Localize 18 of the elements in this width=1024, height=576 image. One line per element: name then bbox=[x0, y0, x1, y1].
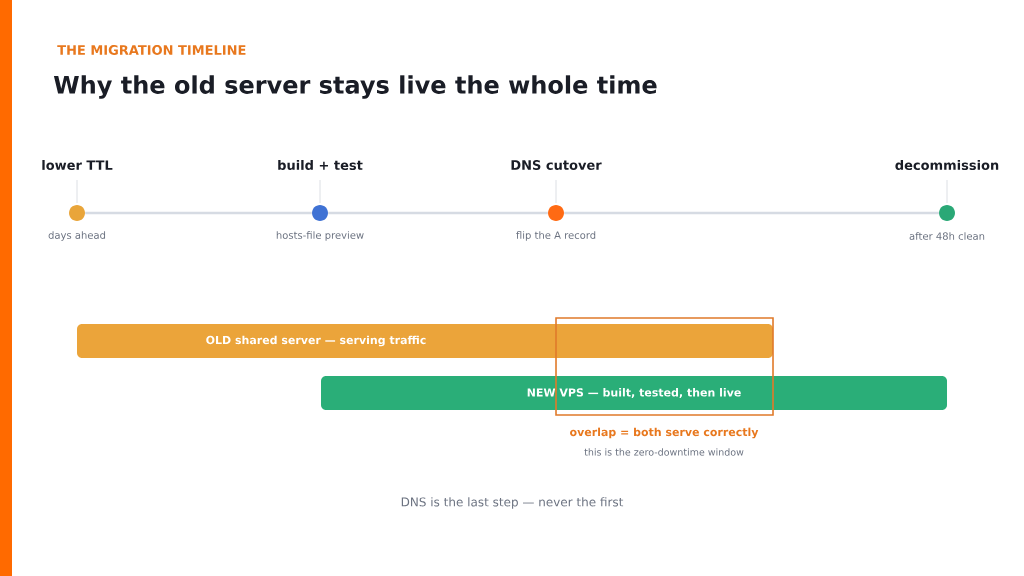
timeline-bar: OLD shared server — serving traffic bbox=[77, 324, 773, 358]
milestone-label: decommission bbox=[895, 159, 999, 171]
timeline-track bbox=[328, 211, 548, 215]
timeline-track bbox=[85, 211, 312, 215]
overlap-caption: overlap = both serve correctly bbox=[570, 427, 759, 439]
milestone-note: days ahead bbox=[48, 231, 106, 241]
footnote: DNS is the last step — never the first bbox=[401, 497, 624, 509]
timeline-track bbox=[564, 211, 939, 215]
title: Why the old server stays live the whole time bbox=[53, 75, 657, 99]
milestone-label: build + test bbox=[278, 159, 363, 171]
timeline-bar: NEW VPS — built, tested, then live bbox=[321, 376, 947, 410]
milestone-label: DNS cutover bbox=[511, 160, 602, 170]
milestone-note: flip the A record bbox=[516, 231, 596, 241]
overlap-note: this is the zero-downtime window bbox=[584, 448, 744, 456]
kicker: THE MIGRATION TIMELINE bbox=[57, 45, 246, 55]
milestone-note: after 48h clean bbox=[909, 232, 985, 240]
milestone-label: lower TTL bbox=[42, 159, 113, 171]
milestone-note: hosts-file preview bbox=[276, 231, 364, 241]
